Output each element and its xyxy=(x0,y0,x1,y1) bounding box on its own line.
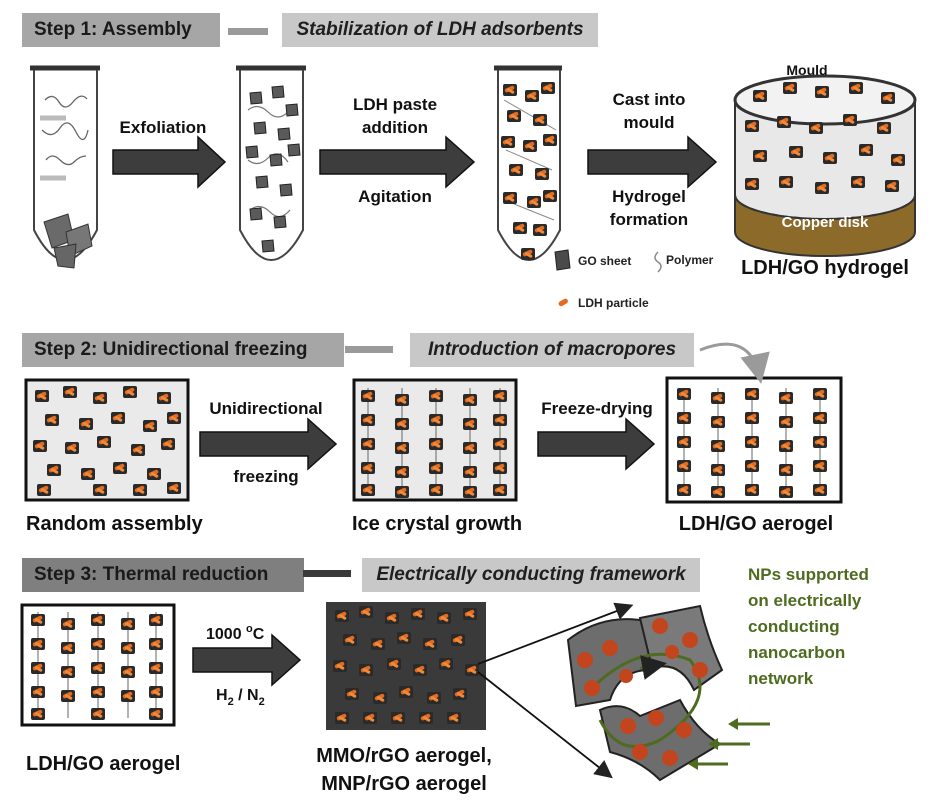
step3-title: Step 3: Thermal reduction xyxy=(22,558,304,592)
macropore-pointer-arrow xyxy=(699,342,770,384)
step3-subtitle: Electrically conducting framework xyxy=(362,558,700,592)
arrow-agitation xyxy=(319,135,476,189)
step3-divider xyxy=(303,570,351,577)
legend-go-sheet-icon xyxy=(554,249,571,271)
label-copper-disk: Copper disk xyxy=(782,214,869,231)
label-exfoliation: Exfoliation xyxy=(120,118,207,137)
zoom-arrow-top xyxy=(477,602,634,665)
label-np-line4: nanocarbon xyxy=(748,643,845,662)
label-cast-2: mould xyxy=(624,113,675,132)
tube-ldh-go-mixture xyxy=(494,65,562,261)
step2-divider xyxy=(345,346,393,353)
arrow-thermal-reduction xyxy=(192,633,302,687)
step1-title: Step 1: Assembly xyxy=(22,13,220,47)
panel-ice-crystal-growth xyxy=(352,378,518,502)
arrow-exfoliation xyxy=(112,135,227,189)
label-ice-crystal-growth: Ice crystal growth xyxy=(352,513,522,535)
label-product-line1: MMO/rGO aerogel, xyxy=(316,745,492,767)
tube-dispersed-go xyxy=(236,65,306,261)
label-unidirectional: Unidirectional xyxy=(209,399,322,418)
label-freeze-drying: Freeze-drying xyxy=(541,399,652,418)
zoom-arrow-bottom xyxy=(477,671,613,779)
label-hydrogel-2: formation xyxy=(610,210,688,229)
panel-ldh-go-aerogel xyxy=(665,376,843,504)
label-temperature: 1000 oC xyxy=(206,623,265,643)
legend-polymer-icon xyxy=(654,251,662,273)
label-ldh-go-hydrogel: LDH/GO hydrogel xyxy=(741,257,909,279)
label-freezing: freezing xyxy=(233,467,298,486)
legend-ldh-particle: LDH particle xyxy=(578,296,649,310)
label-mould: Mould xyxy=(786,62,827,78)
step1-subtitle: Stabilization of LDH adsorbents xyxy=(282,13,598,47)
legend-ldh-particle-icon xyxy=(558,298,568,307)
label-ldh-paste-2: addition xyxy=(362,118,428,137)
label-np-line3: conducting xyxy=(748,617,840,636)
label-random-assembly: Random assembly xyxy=(26,513,204,535)
label-hydrogel-1: Hydrogel xyxy=(612,187,686,206)
label-cast-1: Cast into xyxy=(613,90,686,109)
label-ldh-go-aerogel-step3: LDH/GO aerogel xyxy=(26,753,180,775)
label-np-line1: NPs supported xyxy=(748,565,869,584)
panel-random-assembly xyxy=(24,378,190,502)
arrow-unidirectional-freezing xyxy=(199,417,338,471)
legend: GO sheet Polymer LDH particle xyxy=(554,249,714,310)
label-agitation: Agitation xyxy=(358,187,432,206)
label-np-line2: on electrically xyxy=(748,591,862,610)
legend-go-sheet: GO sheet xyxy=(578,254,631,268)
panel-ldh-go-aerogel-step3 xyxy=(20,603,176,727)
label-product-line2: MNP/rGO aerogel xyxy=(321,773,487,795)
tube-exfoliation xyxy=(30,65,100,269)
arrow-freeze-drying xyxy=(537,417,656,471)
panel-reduced-aerogel xyxy=(326,602,486,730)
step2-subtitle: Introduction of macropores xyxy=(410,333,694,367)
step1-divider xyxy=(228,28,268,35)
mould-cylinder xyxy=(733,74,917,257)
arrow-cast xyxy=(587,135,718,189)
label-ldh-go-aerogel-step2: LDH/GO aerogel xyxy=(679,513,833,535)
nanocarbon-network-illustration xyxy=(566,604,770,782)
label-np-line5: network xyxy=(748,669,814,688)
legend-polymer: Polymer xyxy=(666,253,714,267)
step2-title: Step 2: Unidirectional freezing xyxy=(22,333,344,367)
label-ldh-paste-1: LDH paste xyxy=(353,95,437,114)
label-gas-atmosphere: H2 / N2 xyxy=(216,687,265,708)
